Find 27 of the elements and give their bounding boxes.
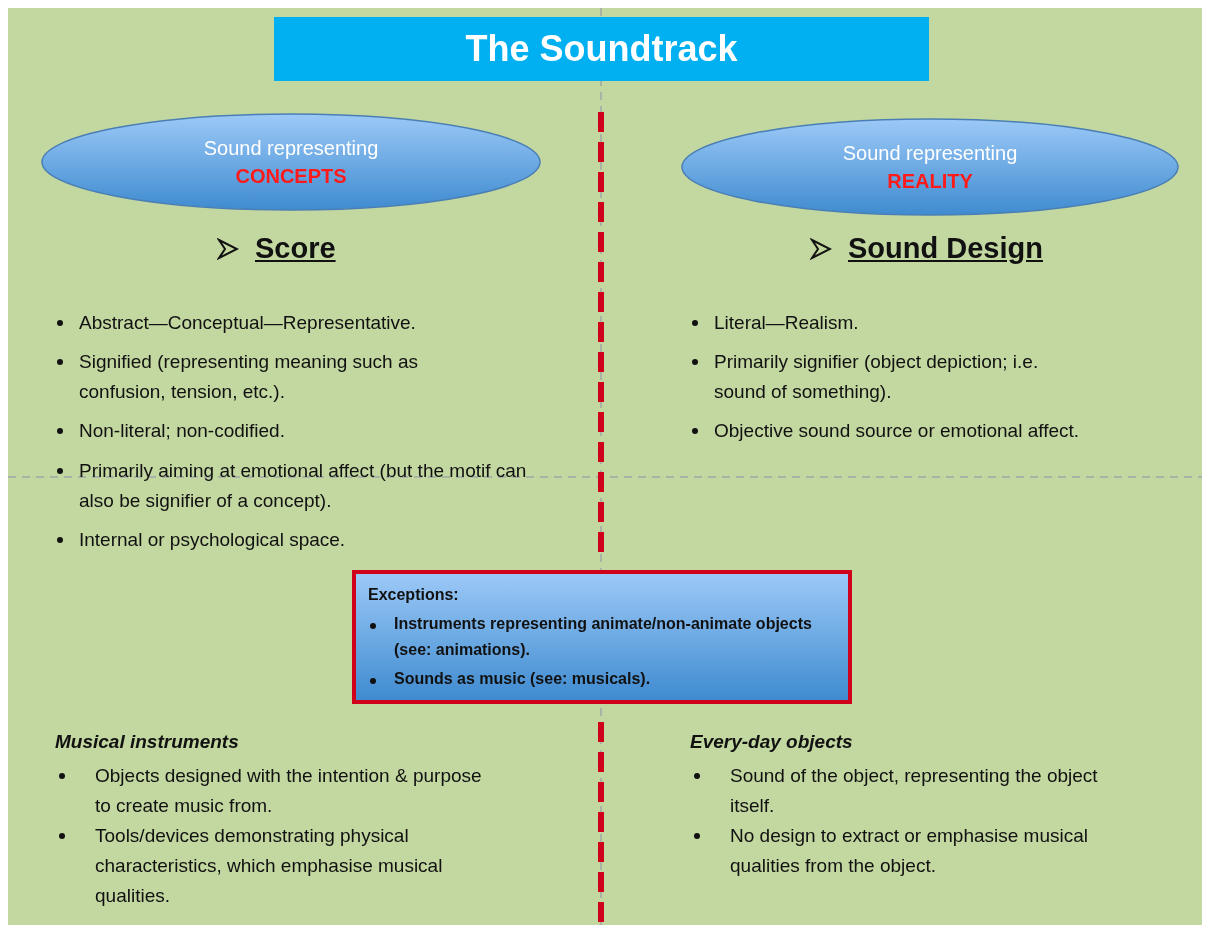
section-heading: Score [255,232,336,265]
ellipse-text: Sound representing [842,141,1018,166]
bullet-item: Objects designed with the intention & purpose to create music from. [55,761,495,821]
bullet-item: Primarily signifier (object depiction; i.e. sound of something). [690,347,1060,407]
concept-ellipse [680,117,1180,217]
bullet-item: Abstract—Conceptual—Representative. [55,308,575,338]
emphasis-text: REALITY [887,169,973,194]
concept-ellipse [40,112,542,212]
bullet-item: Objective sound source or emotional affect. [690,416,1190,446]
title-banner: The Soundtrack [274,17,929,81]
ellipse-text: Sound representing [203,136,379,161]
bullet-item: Non-literal; non-codified. [55,416,575,446]
bullet-item: Sounds as music (see: musicals). [368,666,836,692]
subheading: Every-day objects [690,731,854,753]
bullet-item: Signified (representing meaning such as confusion, tension, etc.). [55,347,495,407]
bullet-item: Tools/devices demonstrating physical characteristics, which emphasise musical qualities. [55,821,515,911]
emphasis-text: CONCEPTS [235,164,347,189]
box-heading: Exceptions: [368,585,460,605]
bullet-item: Sound of the object, representing the object itself. [690,761,1110,821]
bullet-item: Instruments representing animate/non-animate objects (see: animations). [368,611,836,663]
subheading: Musical instruments [55,731,240,753]
bullet-item: Primarily aiming at emotional affect (but the motif can also be signifier of a concept). [55,456,545,516]
section-heading: Sound Design [848,232,1043,265]
exceptions-box [352,570,852,704]
bullet-item: No design to extract or emphasise musical qualities from the object. [690,821,1160,881]
bullet-item: Literal—Realism. [690,308,1190,338]
bullet-item: Internal or psychological space. [55,525,575,555]
